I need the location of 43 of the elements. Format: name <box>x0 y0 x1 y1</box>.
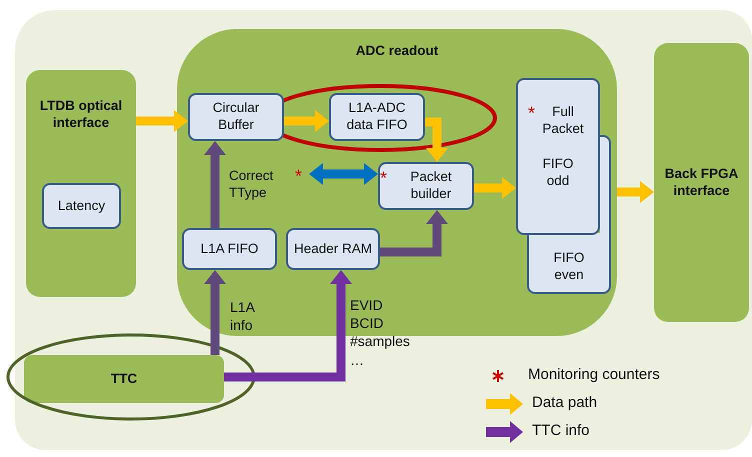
arrow <box>474 177 516 199</box>
process-box <box>182 228 277 270</box>
interface-panel <box>654 43 749 322</box>
node-label: Full Packet <box>541 104 585 138</box>
monitoring-asterisk: * <box>295 167 302 185</box>
node-label: Circular Buffer <box>212 100 260 134</box>
arrow <box>224 270 352 382</box>
process-box <box>188 93 284 141</box>
readout-panel <box>177 29 617 336</box>
node-label: L1A-ADC data FIFO <box>346 100 408 134</box>
node-label: Header RAM <box>294 240 372 258</box>
fifo-box <box>527 233 611 294</box>
interface-panel <box>26 70 136 297</box>
process-box <box>378 162 474 210</box>
node-label: Packet builder <box>409 169 453 203</box>
process-box <box>286 228 380 270</box>
arrow <box>425 118 448 162</box>
edge-label: EVID BCID #samples … <box>350 296 410 369</box>
monitoring-asterisk: * <box>528 104 535 122</box>
process-box <box>42 183 121 229</box>
arrow <box>136 110 188 132</box>
fifo-box <box>516 78 600 235</box>
node-label: Correct TType <box>229 168 274 202</box>
node-label: Latency <box>58 198 106 214</box>
node-label: L1A FIFO <box>200 240 258 258</box>
edge-label: L1A info <box>230 298 254 334</box>
legend-label: Monitoring counters <box>528 366 660 383</box>
panel-title: LTDB optical interface <box>38 98 124 132</box>
node-label: FIFO odd <box>542 156 574 190</box>
arrow <box>204 141 226 228</box>
process-box <box>329 93 425 141</box>
node-label: FIFO even <box>552 250 586 284</box>
panel-title: ADC readout <box>356 43 438 60</box>
legend-label: Data path <box>532 394 598 411</box>
monitoring-asterisk: * <box>380 169 388 188</box>
arrow <box>617 181 654 203</box>
legend-label: TTC info <box>532 422 590 439</box>
arrow <box>309 163 378 185</box>
ttc-panel <box>24 355 224 403</box>
panel-title: Back FPGA interface <box>664 166 740 200</box>
arrow <box>380 210 448 256</box>
panel-title: TTC <box>110 370 138 388</box>
arrow <box>204 270 226 355</box>
